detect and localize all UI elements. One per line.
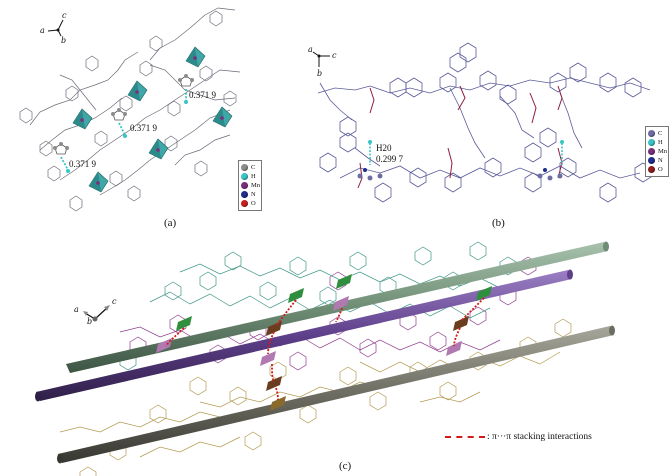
panel-a-label: (a) bbox=[164, 217, 177, 229]
h-bond-contacts-b bbox=[357, 140, 564, 181]
legend-b-item: N bbox=[648, 156, 663, 165]
panel-b-label: (b) bbox=[492, 217, 505, 229]
mn-coordination-b bbox=[357, 85, 563, 189]
legend-swatch bbox=[648, 130, 655, 137]
stacking-slabs-c bbox=[156, 274, 492, 411]
legend-swatch bbox=[241, 173, 248, 180]
legend-swatch bbox=[241, 200, 248, 207]
panel-b-structure: a c b bbox=[308, 42, 652, 203]
panel-a: c a b bbox=[0, 0, 262, 230]
legend-b-item: H bbox=[648, 138, 663, 147]
panel-c-structure: a c b bbox=[35, 241, 615, 476]
axis-a-label: a bbox=[40, 26, 45, 35]
ligand-wireframe-b bbox=[317, 42, 652, 203]
axis-triad-b: a c b bbox=[308, 45, 337, 78]
legend-b-item: C bbox=[648, 129, 662, 138]
legend-swatch bbox=[648, 148, 655, 155]
legend-swatch bbox=[648, 139, 655, 146]
pi-stacking-legend-text: : π···π stacking interactions bbox=[487, 432, 592, 442]
axis-c-label: c bbox=[112, 297, 117, 306]
distance-label-b: 0.299 7 bbox=[376, 154, 404, 164]
pi-stacking-dashes-c bbox=[165, 297, 485, 401]
axis-b-label: b bbox=[87, 317, 92, 326]
pi-stacking-legend-swatch bbox=[445, 436, 485, 438]
legend-swatch bbox=[648, 166, 655, 173]
atom-label-h20: H20 bbox=[376, 143, 392, 153]
atom-legend-a: C H Mn N O bbox=[238, 160, 262, 211]
rod-bottom bbox=[57, 325, 615, 464]
axis-triad-a: c a b bbox=[40, 11, 67, 45]
axis-c-label: c bbox=[62, 11, 67, 20]
mn-polyhedra-a bbox=[72, 46, 233, 193]
legend-swatch bbox=[648, 157, 655, 164]
atom-legend-b: C H Mn N O bbox=[645, 126, 669, 177]
pi-stacking-legend: : π···π stacking interactions bbox=[445, 432, 592, 442]
h-bond-contacts-a bbox=[53, 74, 194, 173]
panel-c-label: (c) bbox=[339, 460, 352, 472]
legend-a-item: O bbox=[241, 199, 256, 208]
legend-a-item: C bbox=[241, 163, 255, 172]
legend-b-item: O bbox=[648, 165, 663, 174]
axis-c-label: c bbox=[332, 51, 337, 60]
legend-swatch bbox=[241, 164, 248, 171]
legend-a-item: N bbox=[241, 190, 256, 199]
axis-a-label: a bbox=[74, 305, 79, 314]
legend-swatch bbox=[241, 182, 248, 189]
rod-middle bbox=[35, 269, 573, 402]
distance-label-3: 0.371 9 bbox=[189, 90, 217, 100]
legend-swatch bbox=[241, 191, 248, 198]
legend-a-item: H bbox=[241, 172, 256, 181]
distance-label-1: 0.371 9 bbox=[69, 159, 97, 169]
panel-b: a c b bbox=[300, 38, 672, 233]
panel-a-structure: c a b bbox=[19, 7, 241, 212]
axis-a-label: a bbox=[308, 45, 313, 54]
axis-triad-c: a c b bbox=[74, 297, 117, 326]
axis-b-label: b bbox=[317, 69, 322, 78]
axis-b-label: b bbox=[61, 36, 66, 45]
distance-label-2: 0.371 9 bbox=[130, 123, 158, 133]
ligand-wireframe-a bbox=[19, 7, 241, 212]
legend-a-item: Mn bbox=[241, 181, 260, 190]
panel-c: a c b bbox=[0, 232, 672, 476]
legend-b-item: Mn bbox=[648, 147, 667, 156]
